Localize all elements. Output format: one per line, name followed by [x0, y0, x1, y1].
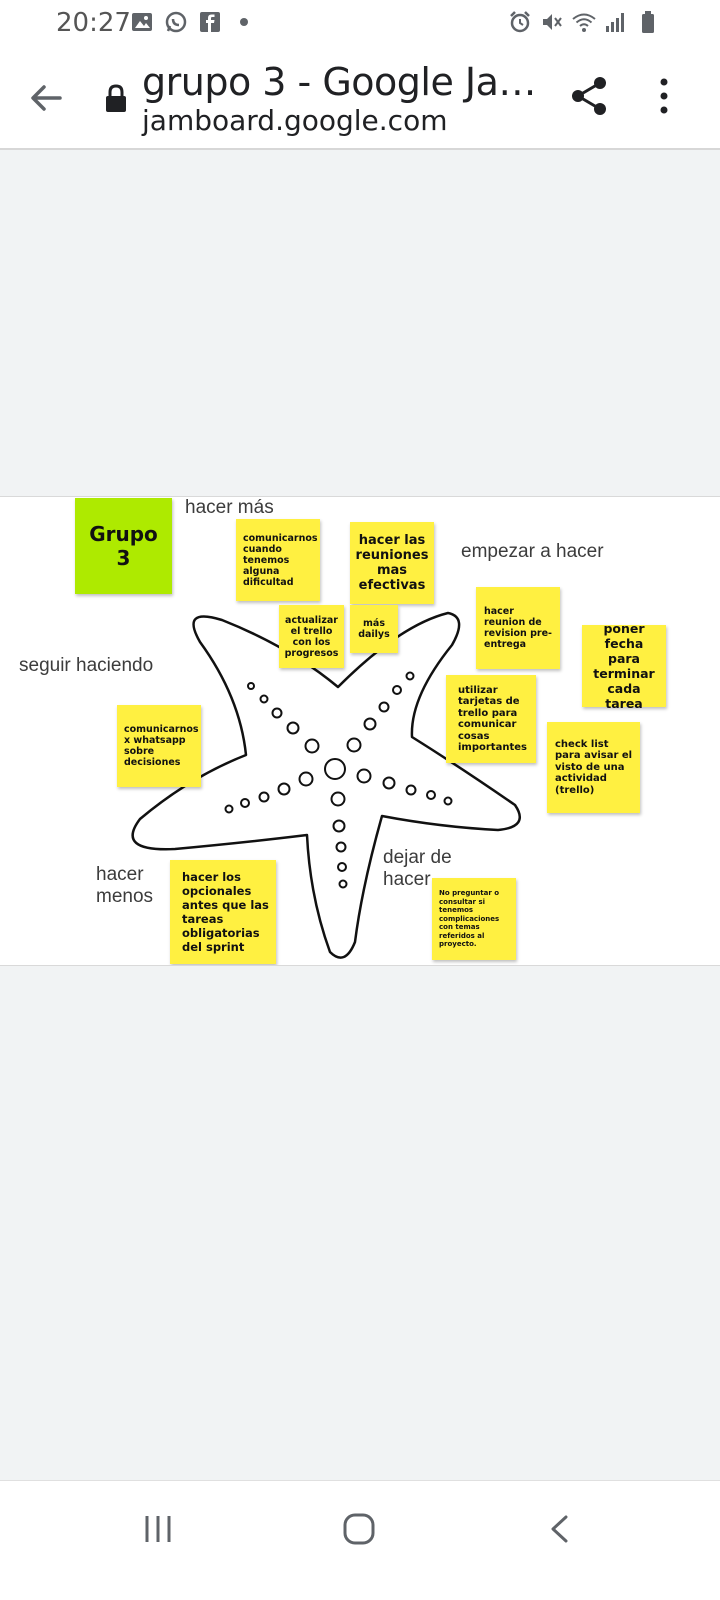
sticky-note[interactable]: check list para avisar el visto de una a…: [547, 722, 640, 813]
image-icon: [132, 13, 152, 31]
more-options-button[interactable]: [652, 74, 676, 118]
sticky-note[interactable]: hacer los opcionales antes que las tarea…: [170, 860, 276, 964]
more-vert-icon: [660, 78, 668, 114]
notification-icons: [130, 10, 256, 34]
system-icons: [508, 10, 660, 34]
sticky-note-grupo[interactable]: Grupo 3: [75, 498, 172, 594]
sticky-note-text: No preguntar o consultar si tenemos comp…: [439, 889, 500, 949]
whatsapp-icon: [165, 11, 187, 33]
share-icon: [572, 77, 606, 115]
sticky-note[interactable]: más dailys: [350, 605, 398, 653]
sticky-note-text: Grupo 3: [89, 522, 158, 570]
home-icon: [343, 1513, 375, 1545]
page-url[interactable]: jamboard.google.com: [142, 104, 448, 137]
sticky-note[interactable]: poner fecha para terminar cada tarea: [582, 621, 666, 711]
back-button[interactable]: [24, 76, 68, 120]
sticky-note-text: hacer los opcionales antes que las tarea…: [182, 870, 269, 954]
browser-toolbar: grupo 3 - Google Jam... jamboard.google.…: [0, 44, 720, 150]
sticky-note-text: utilizar tarjetas de trello para comunic…: [458, 684, 527, 754]
signal-icon: [606, 13, 624, 32]
dot-icon: [240, 18, 248, 26]
back-arrow-icon: [31, 85, 62, 111]
status-bar: 20:27: [0, 0, 720, 44]
battery-icon: [642, 11, 654, 33]
sticky-note-text: más dailys: [358, 618, 390, 640]
sticky-note[interactable]: hacer las reuniones mas efectivas: [350, 522, 434, 604]
home-button[interactable]: [329, 1507, 389, 1551]
sticky-note[interactable]: hacer reunion de revision pre-entrega: [476, 587, 560, 669]
facebook-icon: [200, 12, 220, 32]
sticky-note[interactable]: comunicarnos x whatsapp sobre decisiones: [117, 705, 201, 787]
label-hacer-menos: hacer menos: [96, 864, 154, 907]
sticky-note[interactable]: No preguntar o consultar si tenemos comp…: [432, 878, 516, 960]
status-time: 20:27: [56, 8, 131, 38]
sticky-note-text: hacer reunion de revision pre-entrega: [484, 606, 552, 650]
sticky-note-text: poner fecha para terminar cada tarea: [593, 621, 655, 711]
recent-apps-icon: [145, 1516, 171, 1542]
sticky-note[interactable]: actualizar el trello con los progresos: [279, 605, 344, 668]
label-seguir-haciendo: seguir haciendo: [19, 655, 154, 676]
recent-apps-button[interactable]: [128, 1507, 188, 1551]
starfish-drawing: [131, 611, 521, 959]
navigation-bar: [0, 1480, 720, 1600]
alarm-icon: [510, 11, 530, 33]
sticky-note-text: actualizar el trello con los progresos: [284, 614, 339, 659]
sticky-note-text: hacer las reuniones mas efectivas: [355, 533, 429, 593]
sticky-note[interactable]: utilizar tarjetas de trello para comunic…: [446, 675, 536, 763]
sticky-note-text: check list para avisar el visto de una a…: [555, 738, 633, 796]
system-back-button[interactable]: [530, 1507, 590, 1551]
label-empezar-a-hacer: empezar a hacer: [461, 541, 604, 562]
jamboard-frame[interactable]: hacer más empezar a hacer seguir haciend…: [0, 496, 720, 966]
lock-icon[interactable]: [104, 84, 128, 114]
sticky-note-text: comunicarnos cuando tenemos alguna dific…: [243, 532, 318, 588]
back-icon: [551, 1515, 568, 1543]
sticky-note[interactable]: comunicarnos cuando tenemos alguna dific…: [236, 519, 320, 601]
wifi-icon: [572, 13, 596, 32]
label-hacer-mas: hacer más: [185, 497, 274, 518]
page-title[interactable]: grupo 3 - Google Jam...: [142, 60, 542, 104]
sticky-note-text: comunicarnos x whatsapp sobre decisiones: [124, 724, 199, 768]
label-dejar-de-hacer: dejar de hacer: [383, 847, 452, 890]
mute-icon: [543, 14, 562, 30]
share-button[interactable]: [568, 74, 612, 118]
